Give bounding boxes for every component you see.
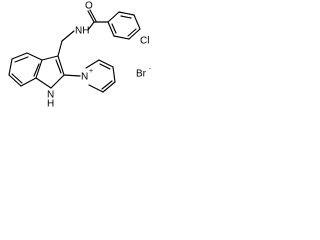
chlorine-label: Cl xyxy=(140,36,149,47)
chemical-structure: NH O Cl N H N + Br - xyxy=(8,1,151,110)
pyridinium-nitrogen-label: N xyxy=(81,72,88,83)
carbonyl-oxygen-label: O xyxy=(85,1,93,12)
bromide-charge-label: - xyxy=(149,67,151,73)
pyridinium-ring xyxy=(63,59,116,93)
bromide-label: Br xyxy=(136,69,147,80)
indole-benzo-ring xyxy=(8,52,43,87)
amide-nh-label: NH xyxy=(75,26,89,37)
indole-hydrogen-label: H xyxy=(47,99,54,110)
pyridinium-charge-label: + xyxy=(89,68,93,75)
indole-nitrogen-label: N xyxy=(47,90,54,101)
amide-group xyxy=(87,9,109,31)
indole-pyrrole-ring xyxy=(35,55,65,89)
chlorophenyl-ring xyxy=(107,11,141,40)
ethyl-linker xyxy=(57,30,75,57)
